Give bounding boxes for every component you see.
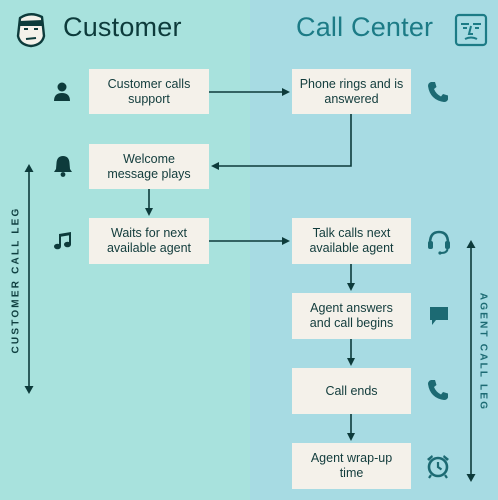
call-center-lane-title: Call Center bbox=[296, 12, 434, 42]
customer-lane-title: Customer bbox=[63, 12, 182, 42]
step-agent-answers: Agent answers and call begins bbox=[292, 293, 411, 339]
step-label: Agent answers and call begins bbox=[309, 301, 394, 330]
step-label: Call ends bbox=[325, 383, 378, 398]
call-center-avatar-icon bbox=[454, 13, 488, 47]
step-label: Welcome message plays bbox=[107, 151, 191, 181]
phone-icon bbox=[428, 82, 448, 102]
alarm-clock-icon bbox=[427, 455, 449, 479]
step-customer-calls: Customer calls support bbox=[89, 69, 209, 114]
step-label: Talk calls next available agent bbox=[309, 226, 394, 255]
step-wrap-up: Agent wrap-up time bbox=[292, 443, 411, 489]
step-call-ends: Call ends bbox=[292, 368, 411, 414]
phone-icon bbox=[428, 380, 448, 400]
bell-icon bbox=[54, 156, 72, 177]
customer-avatar-icon bbox=[16, 13, 46, 48]
step-label: Customer calls support bbox=[107, 76, 191, 106]
step-label: Phone rings and is answered bbox=[299, 76, 404, 106]
step-waits: Waits for next available agent bbox=[89, 218, 209, 264]
person-icon bbox=[54, 82, 70, 101]
headset-icon bbox=[428, 230, 450, 255]
step-label: Agent wrap-up time bbox=[310, 451, 393, 480]
step-welcome-message: Welcome message plays bbox=[89, 144, 209, 189]
customer-call-leg-label: CUSTOMER CALL LEG bbox=[10, 206, 22, 354]
chat-bubble-icon bbox=[430, 307, 448, 325]
music-note-icon bbox=[54, 232, 71, 250]
agent-call-leg-label: AGENT CALL LEG bbox=[477, 292, 489, 412]
step-label: Waits for next available agent bbox=[106, 226, 192, 255]
step-phone-rings: Phone rings and is answered bbox=[292, 69, 411, 114]
step-talk-calls: Talk calls next available agent bbox=[292, 218, 411, 264]
